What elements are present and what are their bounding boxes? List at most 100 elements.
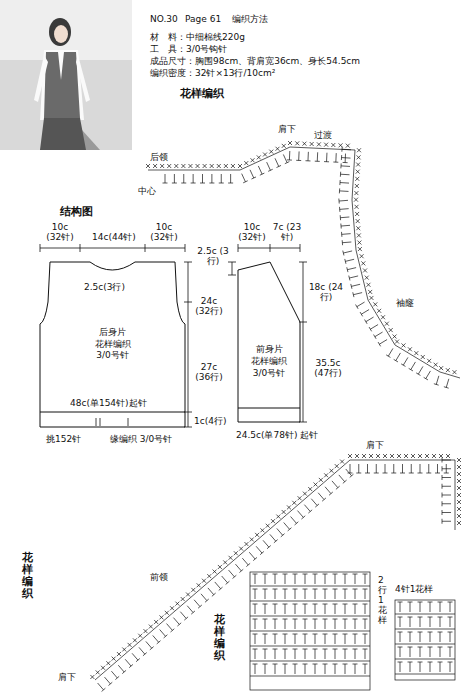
double-crochet xyxy=(336,486,340,489)
double-crochet xyxy=(442,475,443,480)
single-crochet xyxy=(223,560,227,564)
double-crochet xyxy=(255,604,256,614)
double-crochet xyxy=(339,200,348,202)
single-crochet xyxy=(373,302,377,306)
chart-label: 24.5c(单78针) 起针 xyxy=(236,430,318,440)
single-crochet xyxy=(355,205,359,209)
double-crochet xyxy=(255,619,256,629)
double-crochet xyxy=(219,183,224,184)
double-crochet xyxy=(295,574,296,584)
single-crochet xyxy=(101,666,105,670)
double-crochet xyxy=(335,664,336,674)
double-crochet xyxy=(267,162,271,170)
double-crochet xyxy=(265,619,266,629)
double-crochet xyxy=(418,647,423,648)
double-crochet xyxy=(342,233,351,235)
single-crochet xyxy=(356,170,360,174)
double-crochet xyxy=(98,683,104,690)
double-crochet xyxy=(246,563,250,566)
double-crochet xyxy=(295,619,296,629)
single-crochet xyxy=(288,141,292,145)
double-crochet xyxy=(365,589,366,599)
single-crochet xyxy=(354,198,358,202)
double-crochet xyxy=(150,647,154,650)
double-crochet xyxy=(293,619,298,620)
chart-label: 材 料：中细棉线220g xyxy=(150,32,245,42)
double-crochet xyxy=(442,468,451,469)
double-crochet xyxy=(396,353,401,361)
garment-piece: 前身片花样编织3/0号针 xyxy=(238,262,300,422)
double-crochet xyxy=(242,174,246,182)
single-crochet xyxy=(276,147,280,151)
double-crochet xyxy=(283,589,288,590)
double-crochet xyxy=(420,464,421,473)
double-crochet xyxy=(268,169,273,171)
double-crochet xyxy=(249,552,255,559)
double-crochet xyxy=(295,634,296,644)
single-crochet xyxy=(276,515,280,519)
single-crochet xyxy=(159,615,163,619)
single-crochet xyxy=(457,458,461,462)
single-crochet xyxy=(90,675,94,679)
double-crochet xyxy=(283,604,288,605)
single-crochet xyxy=(355,212,359,216)
row-line xyxy=(395,674,455,675)
double-crochet xyxy=(253,557,257,560)
double-crochet xyxy=(263,574,268,575)
double-crochet xyxy=(440,602,441,612)
row-line xyxy=(395,614,455,615)
double-crochet xyxy=(430,647,431,657)
single-crochet xyxy=(457,493,461,497)
double-crochet xyxy=(171,629,175,632)
double-crochet xyxy=(273,649,278,650)
double-crochet xyxy=(356,473,361,474)
double-crochet xyxy=(289,151,290,160)
row-line xyxy=(250,661,370,662)
single-crochet xyxy=(250,537,254,541)
single-crochet xyxy=(393,335,397,339)
double-crochet xyxy=(408,602,413,603)
single-crochet xyxy=(317,142,321,146)
double-crochet xyxy=(444,473,449,474)
double-crochet xyxy=(265,649,266,659)
double-crochet xyxy=(436,376,439,385)
double-crochet xyxy=(146,641,152,648)
double-crochet xyxy=(409,368,413,371)
double-crochet xyxy=(222,576,228,583)
single-crochet xyxy=(170,606,174,610)
double-crochet xyxy=(333,589,338,590)
single-crochet xyxy=(317,142,321,146)
dimension-label: 35.5c (47行) xyxy=(308,358,348,379)
double-crochet xyxy=(313,634,318,635)
double-crochet xyxy=(291,517,297,524)
double-crochet xyxy=(212,593,216,596)
photo xyxy=(0,0,132,150)
double-crochet xyxy=(438,617,443,618)
double-crochet xyxy=(323,634,328,635)
double-crochet xyxy=(235,564,241,571)
double-crochet xyxy=(411,464,412,473)
double-crochet xyxy=(363,604,368,605)
double-crochet xyxy=(202,174,203,183)
dimension-label: 18c (24行) xyxy=(308,282,344,303)
double-crochet xyxy=(343,574,348,575)
double-crochet xyxy=(365,619,366,629)
double-crochet xyxy=(393,464,394,473)
double-crochet xyxy=(351,284,360,286)
single-crochet xyxy=(160,164,164,168)
double-crochet xyxy=(353,619,358,620)
photo-face xyxy=(54,25,68,43)
single-crochet xyxy=(335,464,339,468)
photo-ground xyxy=(0,0,132,150)
single-crochet xyxy=(446,368,450,372)
single-crochet xyxy=(191,588,195,592)
double-crochet xyxy=(283,574,288,575)
double-crochet xyxy=(341,147,342,152)
double-crochet xyxy=(303,619,308,620)
double-crochet xyxy=(428,464,429,473)
single-crochet xyxy=(452,370,456,374)
single-crochet xyxy=(218,565,222,569)
double-crochet xyxy=(440,647,441,657)
double-crochet xyxy=(374,473,379,474)
double-crochet xyxy=(442,458,443,463)
